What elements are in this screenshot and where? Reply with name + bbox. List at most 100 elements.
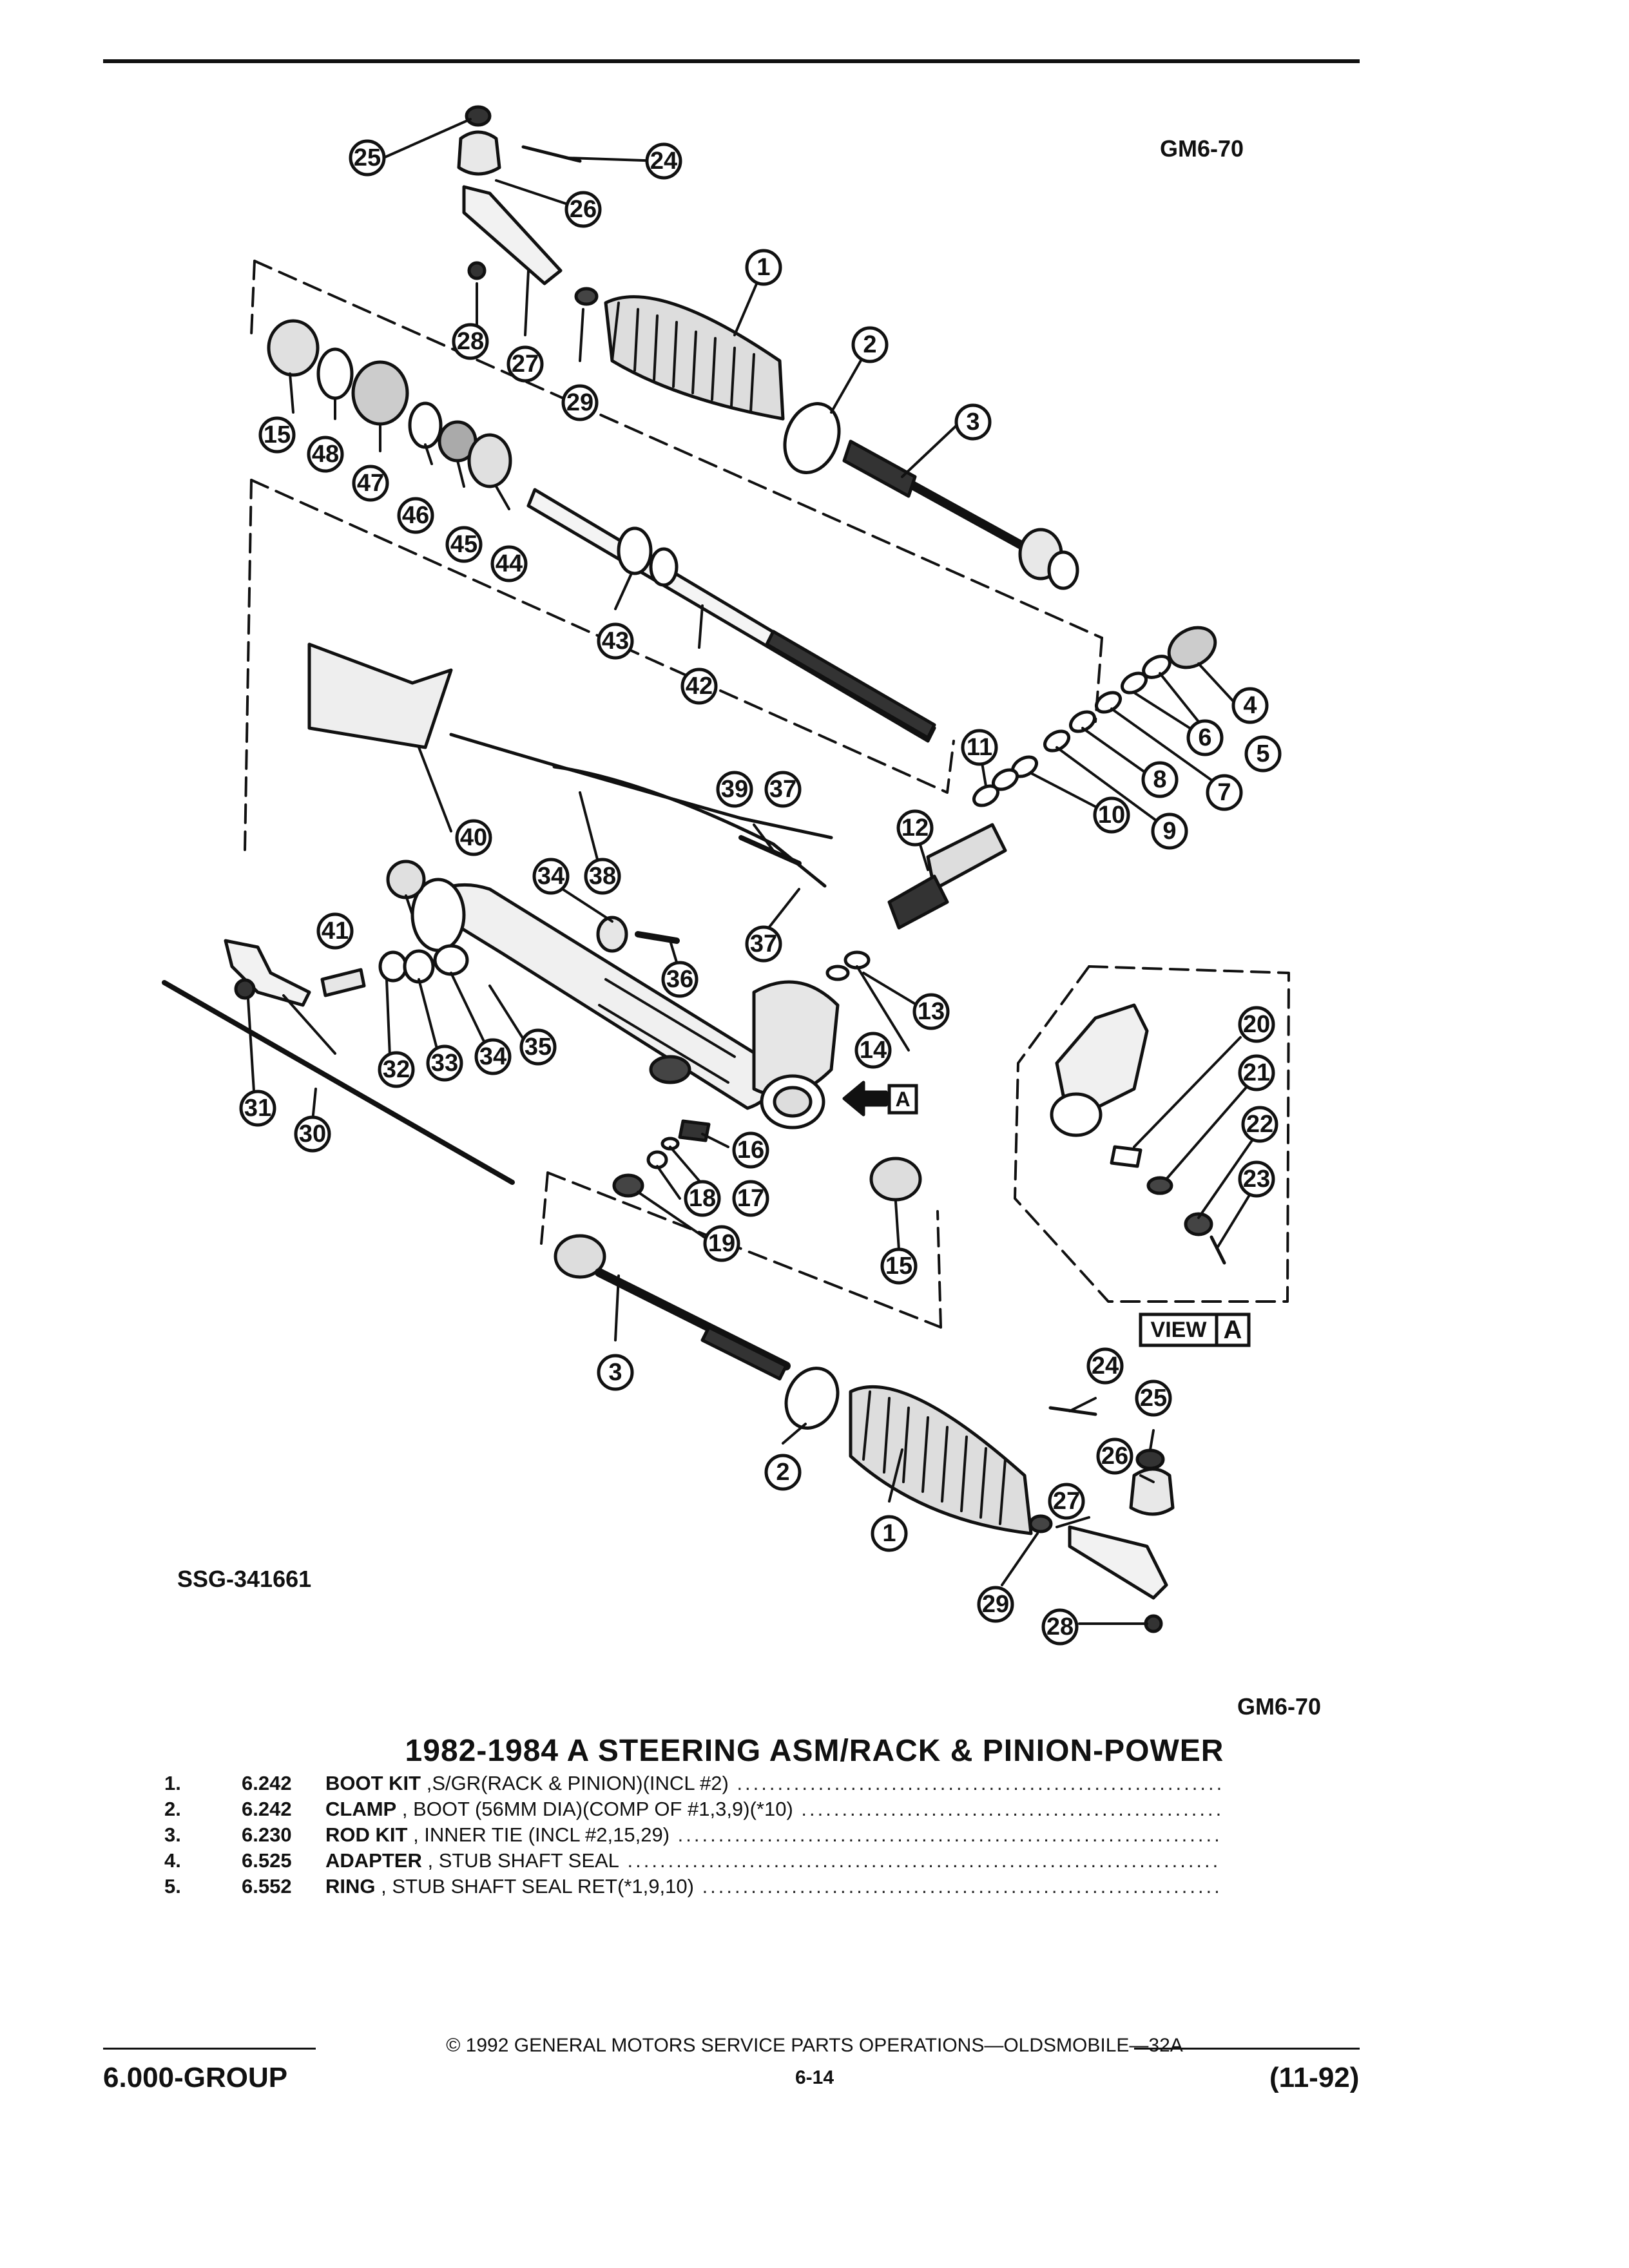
callout-33: 33 [426,1044,463,1082]
svg-text:11: 11 [967,734,992,761]
callout-15a: 15 [258,416,296,454]
svg-text:1: 1 [882,1520,896,1547]
revision-date: (11-92) [1269,2062,1360,2093]
callout-29a: 29 [561,384,599,421]
callout-21: 21 [1238,1054,1275,1091]
view-a-label [887,1084,1251,1347]
callout-45: 45 [445,526,483,563]
svg-text:2: 2 [863,331,876,358]
svg-text:34: 34 [537,863,564,890]
callout-5: 5 [1244,735,1282,773]
lower-clamp [784,1367,840,1430]
callout-41: 41 [316,912,354,950]
svg-text:46: 46 [402,502,429,529]
callout-43: 43 [597,622,634,660]
copyright: © 1992 GENERAL MOTORS SERVICE PARTS OPER… [446,2035,1183,2056]
part-code: 6.525 [242,1849,292,1872]
svg-text:26: 26 [1101,1443,1128,1470]
upper-boot [604,295,785,421]
callout-34a: 34 [532,858,570,895]
callout-3: 3 [954,403,992,441]
part-description: ROD KIT , INNER TIE (INCL #2,15,29) ....… [325,1822,1221,1848]
callout-28a: 28 [452,323,489,360]
callout-4: 4 [1231,687,1269,724]
callout-11: 11 [961,729,998,766]
leader-dots: ........................................… [627,1849,1221,1872]
callout-2: 2 [851,326,889,363]
svg-text:12: 12 [901,814,929,841]
svg-text:18: 18 [689,1185,716,1212]
part-detail: , BOOT (56MM DIA)(COMP OF #1,3,9)(*10) [401,1798,793,1820]
svg-text:4: 4 [1243,692,1257,719]
callout-40: 40 [455,819,492,856]
callout-48: 48 [307,436,344,473]
part-number: 1. [164,1772,181,1794]
svg-text:48: 48 [312,441,339,468]
part-number: 4. [164,1849,181,1872]
stub-shaft-seals [972,626,1217,807]
svg-text:25: 25 [1140,1385,1167,1412]
part-name: RING [325,1875,376,1898]
callout-38: 38 [584,858,621,895]
svg-text:28: 28 [1046,1613,1074,1640]
svg-text:19: 19 [708,1230,735,1257]
page-number: 6-14 [795,2067,834,2088]
part-description: ADAPTER , STUB SHAFT SEAL ..............… [325,1848,1221,1874]
view-label: VIEW [1150,1318,1207,1342]
upper-clamp [783,402,841,474]
callout-46: 46 [397,497,434,534]
svg-text:47: 47 [357,470,384,497]
return-pipe [162,980,515,1185]
part-name: CLAMP [325,1798,397,1820]
svg-text:7: 7 [1217,779,1231,806]
callout-25a: 25 [349,139,386,177]
part-detail: , INNER TIE (INCL #2,15,29) [413,1823,670,1846]
svg-text:32: 32 [383,1056,410,1083]
rack [526,488,936,743]
callout-17: 17 [732,1180,769,1217]
callout-30: 30 [294,1115,331,1153]
view-letter: A [1223,1316,1242,1344]
group-code: 6.000-GROUP [103,2062,288,2093]
pipe-lines [307,642,833,888]
svg-text:31: 31 [244,1095,271,1122]
callout-27a: 27 [506,345,544,383]
svg-text:45: 45 [450,531,477,558]
callout-24a: 24 [645,142,682,180]
footer-rule-left [103,2048,316,2050]
svg-text:1: 1 [757,254,770,281]
svg-text:17: 17 [737,1185,764,1212]
leader-dots: ........................................… [677,1823,1221,1846]
callout-16: 16 [732,1131,769,1169]
svg-text:30: 30 [299,1120,326,1148]
part-detail: ,S/GR(RACK & PINION)(INCL #2) [426,1772,729,1794]
svg-text:22: 22 [1246,1111,1273,1138]
callout-2b: 2 [764,1454,802,1491]
part-number: 5. [164,1875,181,1898]
group-outline-upper [244,260,1103,852]
svg-text:38: 38 [589,863,616,890]
diagram-code-bottom: GM6-70 [1237,1693,1322,1720]
callout-32: 32 [378,1051,415,1088]
view-a-outline [1014,965,1290,1303]
callout-1: 1 [745,249,782,286]
upper-inner-tie-rod [842,439,1079,590]
part-detail: , STUB SHAFT SEAL RET(*1,9,10) [381,1875,694,1898]
svg-text:14: 14 [860,1037,887,1064]
part-code: 6.230 [242,1823,292,1846]
svg-text:35: 35 [525,1033,552,1061]
svg-text:2: 2 [776,1459,789,1486]
callout-35: 35 [519,1028,557,1066]
svg-text:29: 29 [982,1591,1009,1618]
page-title: 1982-1984 A STEERING ASM/RACK & PINION-P… [405,1734,1224,1768]
svg-text:40: 40 [460,824,487,851]
callout-12: 12 [896,809,934,847]
svg-text:42: 42 [686,673,713,700]
callout-15b: 15 [880,1247,918,1285]
svg-text:5: 5 [1256,740,1269,767]
callout-7: 7 [1206,774,1243,811]
